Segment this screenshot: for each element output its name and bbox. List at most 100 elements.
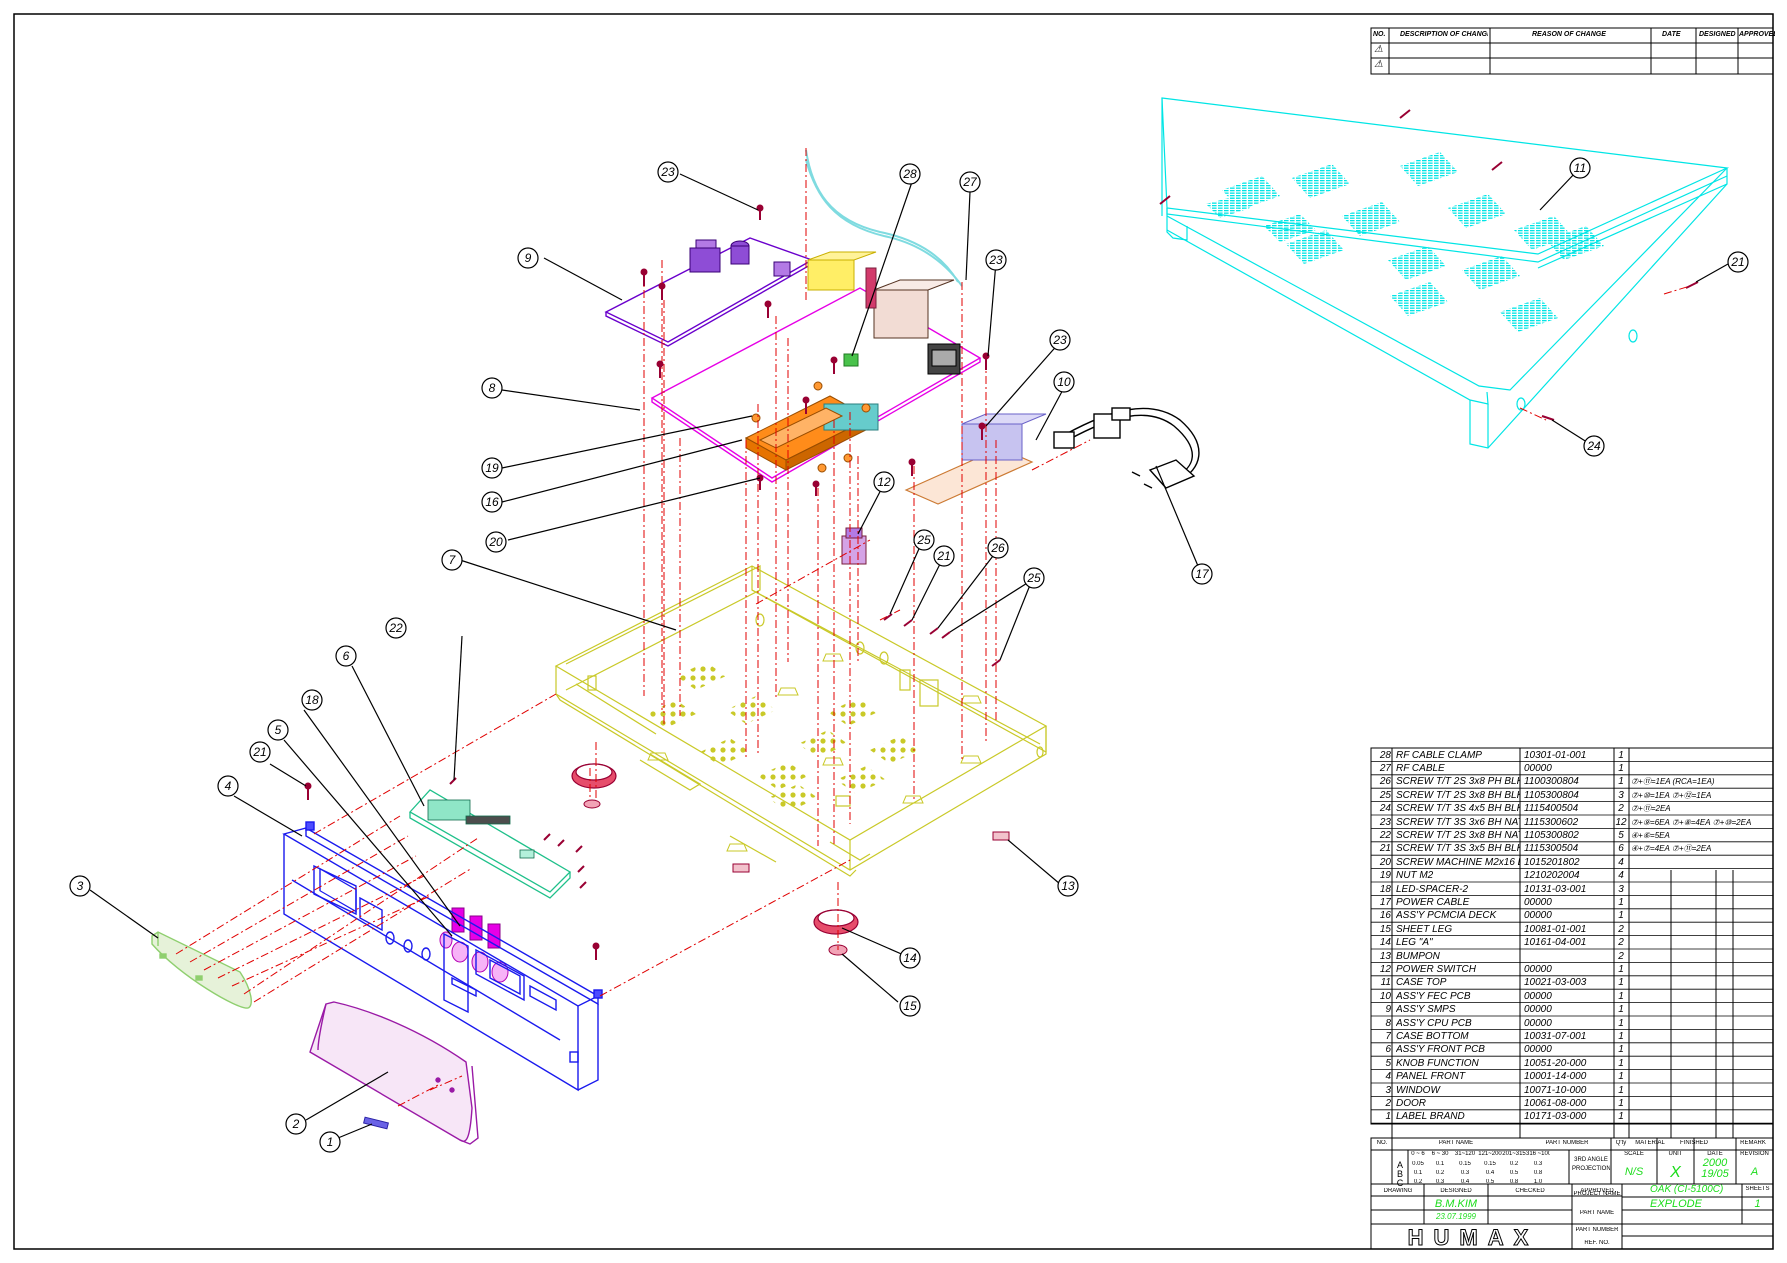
bom-row-part: 10081-01-001 bbox=[1524, 923, 1587, 935]
bom-row-no: 27 bbox=[1379, 762, 1391, 774]
bom-row-part: 00000 bbox=[1524, 1017, 1552, 1029]
bom-row-part: 1105300802 bbox=[1524, 829, 1579, 841]
sheet-leg bbox=[583, 799, 848, 956]
bom-row-name: RF CABLE bbox=[1396, 762, 1445, 774]
bom-row-no: 9 bbox=[1385, 1004, 1391, 1016]
callout-5: 5 bbox=[275, 723, 282, 737]
callout-17: 17 bbox=[1195, 567, 1210, 581]
case-top-vents bbox=[1206, 152, 1604, 332]
bom-row-qty: 6 bbox=[1618, 843, 1624, 855]
bom-row-remark: ⑦+⑩=1EA ⑦+⑫=1EA bbox=[1631, 790, 1712, 800]
callout-21c: 21 bbox=[1730, 255, 1744, 269]
callout-23b: 23 bbox=[988, 253, 1003, 267]
bom-row-remark: ⑦+⑪=1EA (RCA=1EA) bbox=[1631, 777, 1715, 787]
sheets-label: SHEETS bbox=[1745, 1186, 1770, 1192]
case-top bbox=[1161, 97, 1730, 449]
drawing-frame bbox=[13, 13, 1774, 1250]
bom-row-name: SCREW T/T 2S 3x8 BH BLK bbox=[1396, 789, 1520, 801]
bom-grid bbox=[1370, 747, 1774, 1138]
bom-row-name: SHEET LEG bbox=[1396, 923, 1453, 935]
tolerance-range: 121~200 bbox=[1478, 1151, 1502, 1157]
projection-label: 3RD ANGLE PROJECTION bbox=[1572, 1157, 1610, 1172]
designer-date: 23.07.1999 bbox=[1435, 1212, 1477, 1221]
bom-row-qty: 3 bbox=[1618, 883, 1624, 895]
project-name-value: OAK (CI-5100C) bbox=[1650, 1184, 1724, 1195]
bom-row-name: RF CABLE CLAMP bbox=[1396, 749, 1482, 761]
bom-row-name: ASS'Y SMPS bbox=[1396, 1004, 1456, 1016]
front-panel bbox=[282, 821, 603, 1092]
bom-row-part: 00000 bbox=[1524, 762, 1552, 774]
bom-header-finished: FINISHED bbox=[1679, 1140, 1708, 1146]
bom-header-remark: REMARK bbox=[1740, 1140, 1766, 1146]
bom-row-name: LED-SPACER-2 bbox=[1396, 883, 1469, 895]
tolerance-value: 0.1 bbox=[1435, 1161, 1445, 1167]
bom-row-part: 10021-03-003 bbox=[1524, 977, 1587, 989]
bom-row-no: 11 bbox=[1380, 977, 1391, 989]
callout-27: 27 bbox=[962, 175, 978, 189]
callout-11: 11 bbox=[1574, 161, 1586, 175]
bom-row-part: 1115300504 bbox=[1524, 843, 1579, 855]
bom-row-part: 00000 bbox=[1524, 963, 1552, 975]
rev-header-approved: APPROVED bbox=[1739, 31, 1775, 38]
bom-row-no: 15 bbox=[1379, 923, 1391, 935]
rev-row-1-no: ⚠ bbox=[1374, 44, 1383, 55]
tolerance-range: 6 ~ 30 bbox=[1431, 1151, 1449, 1157]
bom-row-name: SCREW T/T 2S 3x8 BH NAT bbox=[1396, 829, 1520, 841]
unit-label: UNIT bbox=[1668, 1151, 1683, 1157]
bom-row-qty: 1 bbox=[1618, 1071, 1624, 1083]
callout-12: 12 bbox=[877, 475, 891, 489]
rev-header-date: DATE bbox=[1662, 31, 1681, 38]
rev-header-no: NO. bbox=[1373, 31, 1386, 38]
bom-row-qty: 12 bbox=[1615, 816, 1627, 828]
power-cable bbox=[1053, 407, 1200, 489]
bom-row-part: 00000 bbox=[1524, 910, 1552, 922]
tolerance-value: 1.0 bbox=[1533, 1179, 1543, 1185]
bom-row-name: POWER CABLE bbox=[1396, 896, 1470, 908]
bom-row-part: 10071-10-000 bbox=[1524, 1084, 1587, 1096]
bom-row-part: 10171-03-000 bbox=[1524, 1111, 1587, 1123]
tolerance-range: 31~120 bbox=[1454, 1151, 1476, 1157]
tolerance-range: 0 ~ 6 bbox=[1411, 1151, 1425, 1157]
bom-row-qty: 1 bbox=[1618, 1097, 1624, 1109]
callout-28: 28 bbox=[902, 167, 917, 181]
callouts bbox=[69, 157, 1749, 1153]
bom-row-qty: 1 bbox=[1618, 749, 1624, 761]
tolerance-value: 0.5 bbox=[1485, 1179, 1495, 1185]
case-top-screws bbox=[1159, 109, 1699, 421]
assembly-lines bbox=[175, 148, 1691, 1107]
tolerance-value: 0.4 bbox=[1460, 1179, 1470, 1185]
tolerance-value: 0.1 bbox=[1413, 1170, 1423, 1176]
callout-20: 20 bbox=[488, 535, 503, 549]
bom-row-no: 7 bbox=[1385, 1030, 1391, 1042]
part-name-value: EXPLODE bbox=[1650, 1198, 1702, 1210]
bom-row-qty: 2 bbox=[1618, 937, 1624, 949]
callout-22: 22 bbox=[388, 621, 403, 635]
bom-row-part: 1210202004 bbox=[1524, 870, 1580, 882]
bom-header-no: NO. bbox=[1376, 1140, 1388, 1146]
callout-23a: 23 bbox=[660, 165, 675, 179]
part-name-label: PART NAME bbox=[1579, 1210, 1615, 1216]
part-number-label: PART NUMBER bbox=[1575, 1227, 1619, 1233]
bom-row-no: 17 bbox=[1379, 896, 1391, 908]
bom-row-name: DOOR bbox=[1396, 1097, 1426, 1109]
bom-row-no: 8 bbox=[1385, 1017, 1391, 1029]
bom-row-no: 16 bbox=[1379, 910, 1391, 922]
bom-row-remark: ⑦+⑨=6EA ⑦+⑧=4EA ⑦+⑩=2EA bbox=[1631, 817, 1752, 827]
bom-row-no: 25 bbox=[1379, 789, 1391, 801]
bom-row-part: 1105300804 bbox=[1524, 789, 1579, 801]
bom-row-qty: 5 bbox=[1618, 829, 1624, 841]
tolerance-value: 0.3 bbox=[1460, 1170, 1470, 1176]
bom-row-qty: 1 bbox=[1618, 1057, 1624, 1069]
fec-pcb bbox=[904, 413, 1047, 505]
power-switch bbox=[841, 527, 867, 565]
callout-8: 8 bbox=[489, 381, 496, 395]
callout-numbers: 1 2 3 4 5 6 7 8 9 10 11 12 13 14 15 16 1… bbox=[77, 161, 1745, 1149]
title-block-grid bbox=[1370, 1137, 1774, 1250]
bom-row-qty: 1 bbox=[1618, 963, 1624, 975]
callout-1: 1 bbox=[327, 1135, 334, 1149]
bom-row-part: 10161-04-001 bbox=[1524, 937, 1587, 949]
tolerance-value: 0.4 bbox=[1485, 1170, 1495, 1176]
label-brand bbox=[363, 1116, 389, 1130]
bom-row-name: LEG "A" bbox=[1396, 937, 1433, 949]
callout-14: 14 bbox=[903, 951, 917, 965]
